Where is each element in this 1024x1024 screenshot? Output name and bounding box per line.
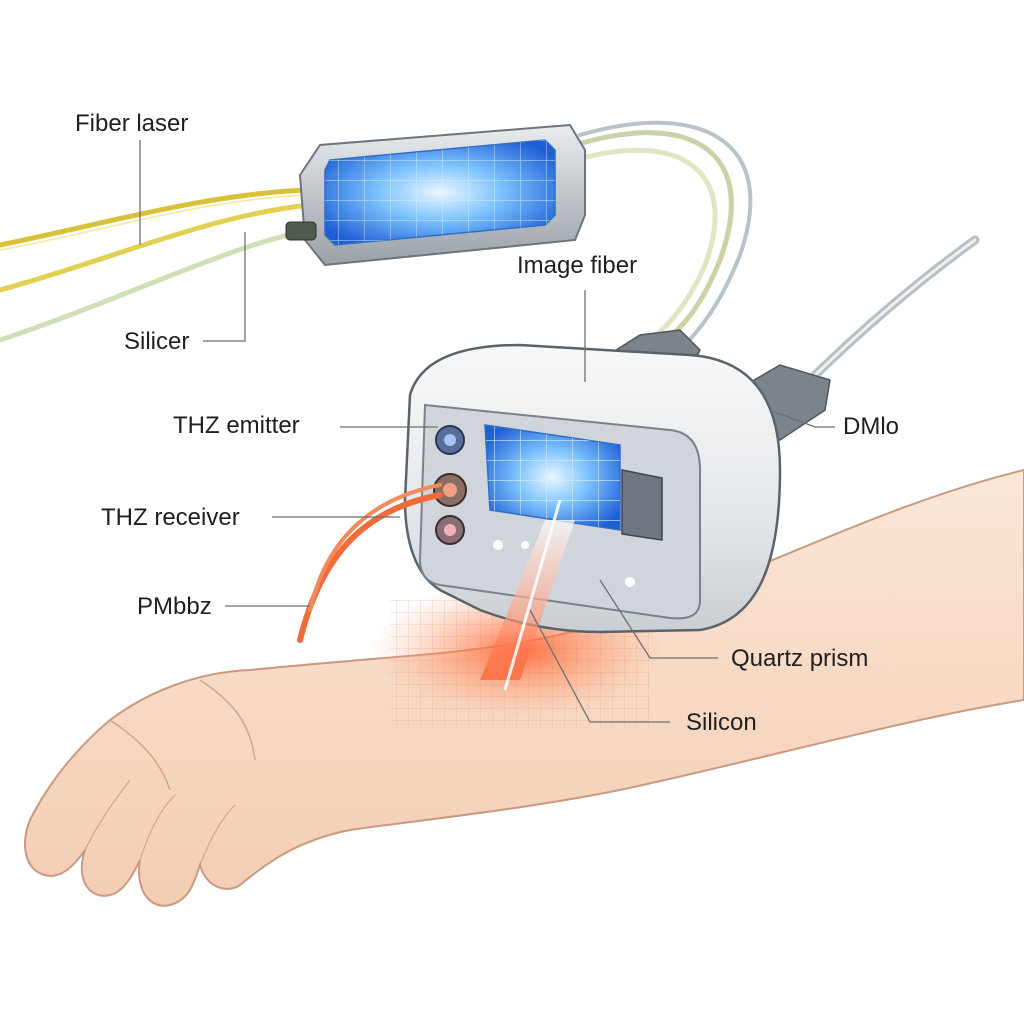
leader-silicon [529, 609, 670, 723]
label-silicon: Silicon [686, 709, 757, 736]
label-dmlo: DMlo [843, 413, 900, 440]
leader-dmlo [769, 409, 835, 428]
label-thz-receiver: THZ receiver [101, 504, 240, 531]
label-pmob: PMbbz [137, 593, 212, 620]
right-cable [795, 235, 980, 395]
thz-probe-device [403, 329, 831, 634]
label-fiber-laser: Fiber laser [75, 110, 189, 137]
fiber-bundle-left [0, 187, 313, 343]
label-image-fiber: Image fiber [517, 252, 638, 279]
fiber-laser-module [285, 123, 586, 267]
leader-silicer [203, 232, 246, 342]
image-fiber-cable [572, 120, 753, 352]
label-quartz-prism: Quartz prism [731, 645, 869, 672]
thz-beam [480, 499, 575, 691]
leader-lines [139, 140, 835, 723]
leader-quartz-prism [599, 579, 718, 659]
label-silicer: Silicer [124, 328, 190, 355]
label-thz-emitter: THZ emitter [173, 412, 300, 439]
receiver-cable [297, 483, 443, 643]
